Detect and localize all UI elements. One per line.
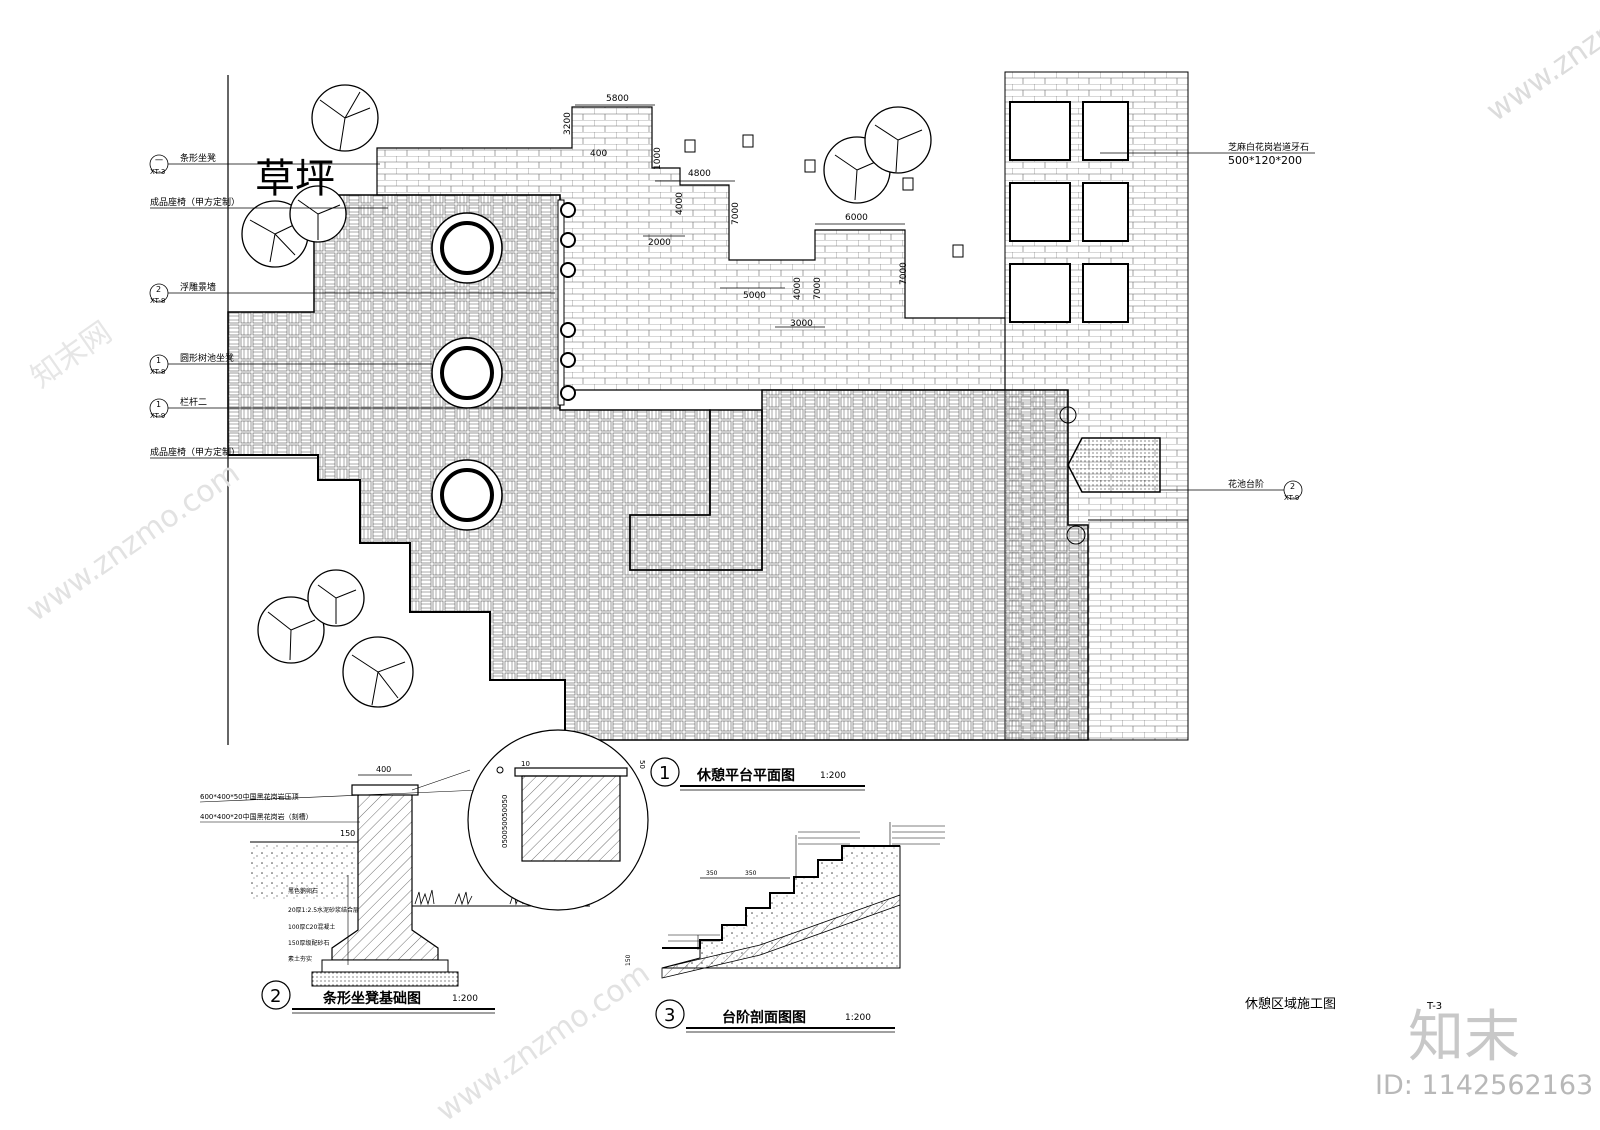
bench-layer: 150厚级配砂石: [288, 939, 329, 947]
callout-ref-num: 1: [156, 356, 161, 365]
dim-7000b: 7000: [813, 277, 823, 300]
raised-deck: [629, 409, 763, 571]
callout-ref-num: 1: [156, 400, 161, 409]
lawn-label: 草坪: [255, 156, 335, 202]
sheet-name: 休憩区域施工图: [1245, 996, 1336, 1012]
dim-4000b: 4000: [793, 277, 803, 300]
callout-relief-wall: 浮雕景墙: [180, 281, 216, 293]
bench-title-num: 2: [270, 986, 281, 1007]
planter: [1082, 182, 1129, 242]
callout-railing: 栏杆二: [180, 396, 207, 408]
callout-ref-sheet: XT-8: [150, 368, 165, 376]
callout-curb-size: 500*120*200: [1228, 154, 1302, 167]
bench-layer: 黑色鹅卵石: [288, 887, 318, 895]
right-callouts: 芝麻白花岗岩道牙石 500*120*200 花池台阶 2 XT-9: [1100, 141, 1315, 502]
stair-scale: 1:200: [845, 1013, 871, 1023]
dim-2000: 2000: [648, 238, 671, 248]
plan-title-num: 1: [659, 763, 670, 784]
bench-layer: 100厚C20混凝土: [288, 923, 335, 931]
callout-ref-sheet: XT-3: [150, 168, 165, 176]
dim-7000a: 7000: [731, 202, 741, 225]
bench-dim-400: 400: [376, 765, 391, 774]
callout-ref-sheet: XT-8: [150, 297, 165, 305]
callout-ref-sheet: XT-9: [1284, 494, 1299, 502]
callout-bench: 条形坐凳: [180, 152, 216, 164]
stair-title-num: 3: [664, 1005, 675, 1026]
callout-curb: 芝麻白花岗岩道牙石: [1228, 141, 1309, 153]
dim-1000: 1000: [653, 147, 663, 170]
plan-scale: 1:200: [820, 771, 846, 781]
callout-flower-step: 花池台阶: [1228, 478, 1264, 490]
tree-pits: [431, 212, 503, 531]
dim-4800: 4800: [688, 169, 711, 179]
dim-4000a: 4000: [675, 192, 685, 215]
dimensions: 5800 3200 400 1000 4800 4000 2000 7000 6…: [563, 94, 909, 329]
dim-5800: 5800: [606, 94, 629, 104]
callout-seat-1: 成品座椅（甲方定制）: [150, 196, 240, 208]
dim-3000: 3000: [790, 319, 813, 329]
stair-section: 350 350 150: [625, 822, 945, 979]
dim-400: 400: [590, 149, 607, 159]
callout-ref-sheet: XT-9: [150, 412, 165, 420]
callout-tree-pit: 圆形树池坐凳: [180, 352, 234, 364]
dim-7000c: 7000: [899, 262, 909, 285]
section-mark-icon: [1066, 525, 1086, 545]
callout-seat-2: 成品座椅（甲方定制）: [150, 446, 240, 458]
planter: [1082, 101, 1129, 161]
watermark-brand: 知末: [1408, 1005, 1520, 1070]
stair-dim-350b: 350: [745, 870, 757, 877]
bench-detail-dim-50: 50: [638, 760, 646, 769]
sheet-number: T-3: [1426, 1001, 1442, 1012]
dim-5000: 5000: [743, 291, 766, 301]
bench-note-face: 400*400*20中国黑花岗岩（刻槽）: [200, 812, 313, 821]
stair-dim-150: 150: [625, 954, 632, 966]
bench-detail-dims: 050050050050: [501, 795, 509, 848]
flower-bed: [1059, 406, 1188, 545]
bench-detail: 400 150 600*400*50中国黑花岗岩压顶 400*400*20中国黑…: [199, 729, 649, 987]
stair-title: 3 台阶剖面图图 1:200: [655, 999, 895, 1033]
watermark-id: ID: 1142562163: [1375, 1070, 1594, 1101]
plan-title: 1 休憩平台平面图 1:200: [650, 757, 865, 791]
bench-layer: 素土夯实: [288, 955, 312, 963]
stair-title: 台阶剖面图图: [722, 1009, 806, 1026]
stepped-edge: [228, 454, 566, 740]
section-mark-icon: [1059, 406, 1077, 424]
bench-title: 2 条形坐凳基础图 1:200: [261, 980, 495, 1014]
trees: [241, 84, 964, 708]
stair-profile: [662, 845, 900, 949]
stair-dim-350a: 350: [706, 870, 718, 877]
dim-3200: 3200: [563, 112, 573, 135]
bench-detail-dim-10: 10: [521, 760, 530, 768]
bench-note-cap: 600*400*50中国黑花岗岩压顶: [200, 792, 299, 801]
planter-grid: [1009, 101, 1129, 323]
callout-ref-num: 2: [156, 285, 161, 294]
dim-6000: 6000: [845, 213, 868, 223]
callout-ref-num: 一: [155, 156, 163, 165]
relief-wall: [557, 199, 576, 406]
plan-callouts: 一 XT-3 条形坐凳 成品座椅（甲方定制） 2 XT-8 浮雕景墙 1 XT-…: [149, 152, 560, 459]
planter: [1082, 263, 1129, 323]
planter: [1009, 263, 1071, 323]
plan-title: 休憩平台平面图: [696, 767, 795, 784]
bench-layer: 20厚1:2.5水泥砂浆结合层: [288, 906, 359, 914]
callout-ref-num: 2: [1290, 482, 1295, 491]
flower-bed-shape: [1067, 437, 1161, 493]
bench-dim-150: 150: [340, 829, 355, 838]
planter: [1009, 182, 1071, 242]
bench-title: 条形坐凳基础图: [322, 990, 421, 1007]
bench-scale: 1:200: [452, 994, 478, 1004]
planter: [1009, 101, 1071, 161]
